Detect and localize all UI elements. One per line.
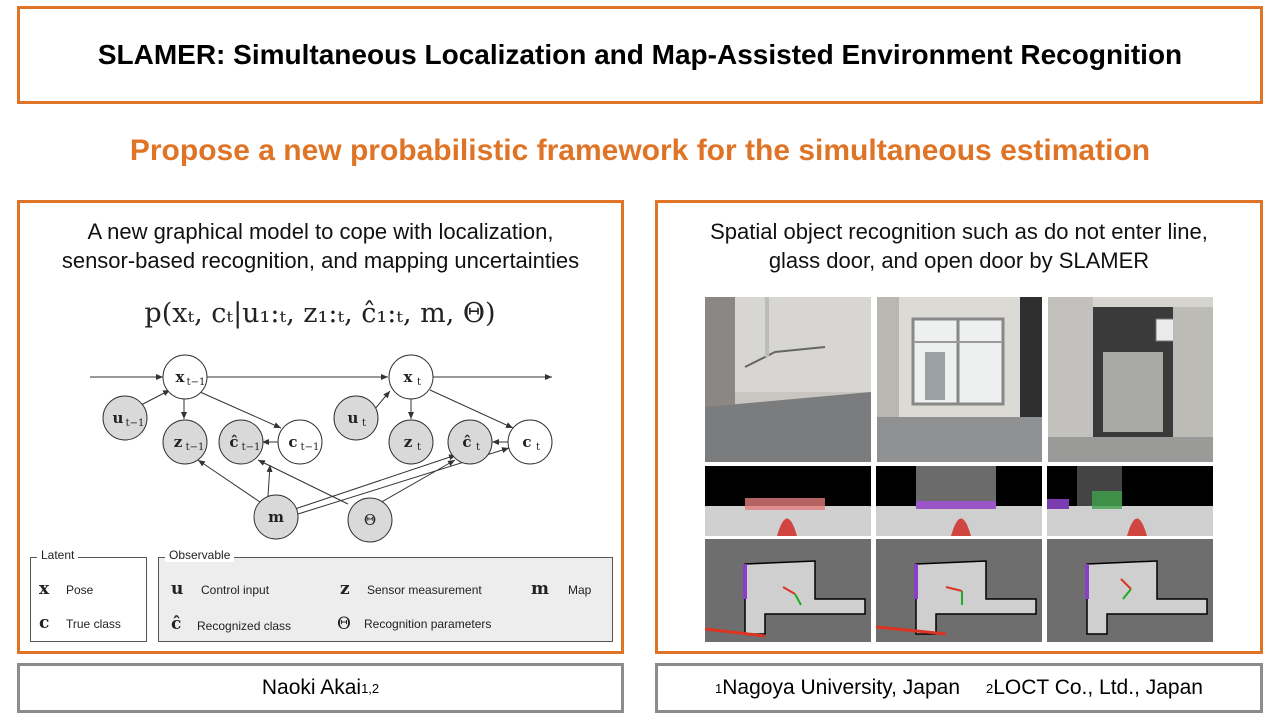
svg-text:z: z xyxy=(174,433,183,451)
svg-text:t−1: t−1 xyxy=(126,418,145,429)
svg-text:t: t xyxy=(536,442,540,453)
edge-x-t-c-t xyxy=(429,389,514,429)
node-z-t: z t xyxy=(388,419,434,465)
legend-label-pose: Pose xyxy=(66,583,94,597)
graphical-model-panel xyxy=(17,200,624,654)
legend-symbol-recognized: ĉ xyxy=(171,614,182,634)
svg-text:Θ: Θ xyxy=(364,511,376,529)
svg-text:t: t xyxy=(417,377,421,388)
legend-label-recognized: Recognized class xyxy=(197,619,292,633)
svg-text:c: c xyxy=(522,433,531,451)
node-x-prev: x t−1 xyxy=(162,354,208,400)
legend-label-true-class: True class xyxy=(66,617,121,631)
node-u-prev: u t−1 xyxy=(102,395,148,441)
overlay-photo-stairs xyxy=(705,466,871,536)
svg-text:t: t xyxy=(476,442,480,453)
svg-text:t−1: t−1 xyxy=(301,442,320,453)
affiliation-box: 1 Nagoya University, Japan 2 LOCT Co., L… xyxy=(655,663,1263,713)
node-u-t: u t xyxy=(333,395,379,441)
scene-photo-stairs xyxy=(705,297,871,462)
edge-x-prev-c-prev xyxy=(199,391,282,429)
node-theta: Θ xyxy=(347,497,393,543)
legend-latent-title: Latent xyxy=(37,548,79,562)
legend-label-control: Control input xyxy=(201,583,270,597)
scene-photo-open-door xyxy=(1048,297,1213,462)
overlay-photo-glass-door xyxy=(876,466,1042,536)
author-affiliation-marks: 1,2 xyxy=(361,680,380,696)
edge-u-t-x-t xyxy=(373,390,391,411)
svg-text:t−1: t−1 xyxy=(242,442,261,453)
legend-symbol-sensor: z xyxy=(340,579,350,599)
svg-text:t: t xyxy=(417,442,421,453)
legend-symbol-map: m xyxy=(531,579,549,599)
svg-text:x: x xyxy=(404,368,414,386)
paper-title: SLAMER: Simultaneous Localization and Ma… xyxy=(97,39,1183,70)
legend-label-sensor: Sensor measurement xyxy=(367,583,482,597)
node-z-prev: z t−1 xyxy=(162,419,208,465)
legend-label-map: Map xyxy=(568,583,592,597)
title-box: SLAMER: Simultaneous Localization and Ma… xyxy=(17,6,1263,104)
edge-m-z-t xyxy=(294,454,457,510)
graph-edges xyxy=(90,374,552,515)
legend-latent: Latent x Pose c True class xyxy=(30,548,147,642)
graphical-model: x t−1 u t−1 z t−1 ĉ t−1 c t−1 x t xyxy=(90,354,553,543)
map-view-glass-door xyxy=(876,539,1042,642)
svg-text:u: u xyxy=(348,409,359,427)
scene-photo-glass-door xyxy=(877,297,1042,462)
legend-symbol-pose: x xyxy=(39,579,50,599)
map-view-open-door xyxy=(1047,539,1213,642)
legend-symbol-control: u xyxy=(171,579,184,599)
right-heading-line-2: glass door, and open door by SLAMER xyxy=(768,248,1150,273)
edge-m-z-prev xyxy=(197,459,261,503)
left-heading-line-2: sensor-based recognition, and mapping un… xyxy=(61,248,580,273)
affiliation-2-mark: 2 xyxy=(986,680,994,696)
recognition-panel xyxy=(655,200,1263,654)
legend-label-recognition-params: Recognition parameters xyxy=(364,617,492,631)
svg-text:t: t xyxy=(362,418,366,429)
legend-observable-title: Observable xyxy=(165,548,235,562)
edge-theta-chat-t xyxy=(377,459,456,505)
affiliation-1-mark: 1 xyxy=(715,680,723,696)
node-c-t: c t xyxy=(507,419,553,465)
node-chat-prev: ĉ t−1 xyxy=(218,419,264,465)
edge-u-prev-x-prev xyxy=(140,389,171,406)
subtitle: Propose a new probabilistic framework fo… xyxy=(129,134,1151,167)
svg-text:x: x xyxy=(176,368,186,386)
affiliation-1: Nagoya University, Japan xyxy=(722,676,960,699)
probability-formula: p(xₜ, cₜ|u₁:ₜ, z₁:ₜ, ĉ₁:ₜ, m, Θ) xyxy=(144,298,496,329)
node-c-prev: c t−1 xyxy=(277,419,323,465)
author-name: Naoki Akai xyxy=(261,676,362,699)
svg-text:ĉ: ĉ xyxy=(462,433,471,451)
edge-m-chat-prev-flip xyxy=(266,464,273,497)
svg-text:u: u xyxy=(113,409,124,427)
right-heading-line-1: Spatial object recognition such as do no… xyxy=(710,219,1208,244)
legend-symbol-recognition-params: Θ xyxy=(337,614,351,634)
svg-text:z: z xyxy=(404,433,413,451)
left-heading-line-1: A new graphical model to cope with local… xyxy=(87,219,554,244)
svg-text:ĉ: ĉ xyxy=(229,433,238,451)
legend-observable: Observable u Control input z Sensor meas… xyxy=(158,548,613,642)
node-chat-t: ĉ t xyxy=(447,419,493,465)
node-map: m xyxy=(253,494,299,540)
svg-text:c: c xyxy=(288,433,297,451)
legend-symbol-true-class: c xyxy=(39,613,50,633)
overlay-photo-open-door xyxy=(1047,466,1213,536)
svg-text:t−1: t−1 xyxy=(187,377,206,388)
affiliation-2: LOCT Co., Ltd., Japan xyxy=(993,676,1203,699)
map-view-stairs xyxy=(705,539,871,642)
svg-text:t−1: t−1 xyxy=(186,442,205,453)
edge-theta-chat-prev xyxy=(257,459,349,505)
node-x-t: x t xyxy=(388,354,434,400)
svg-text:m: m xyxy=(268,508,284,526)
